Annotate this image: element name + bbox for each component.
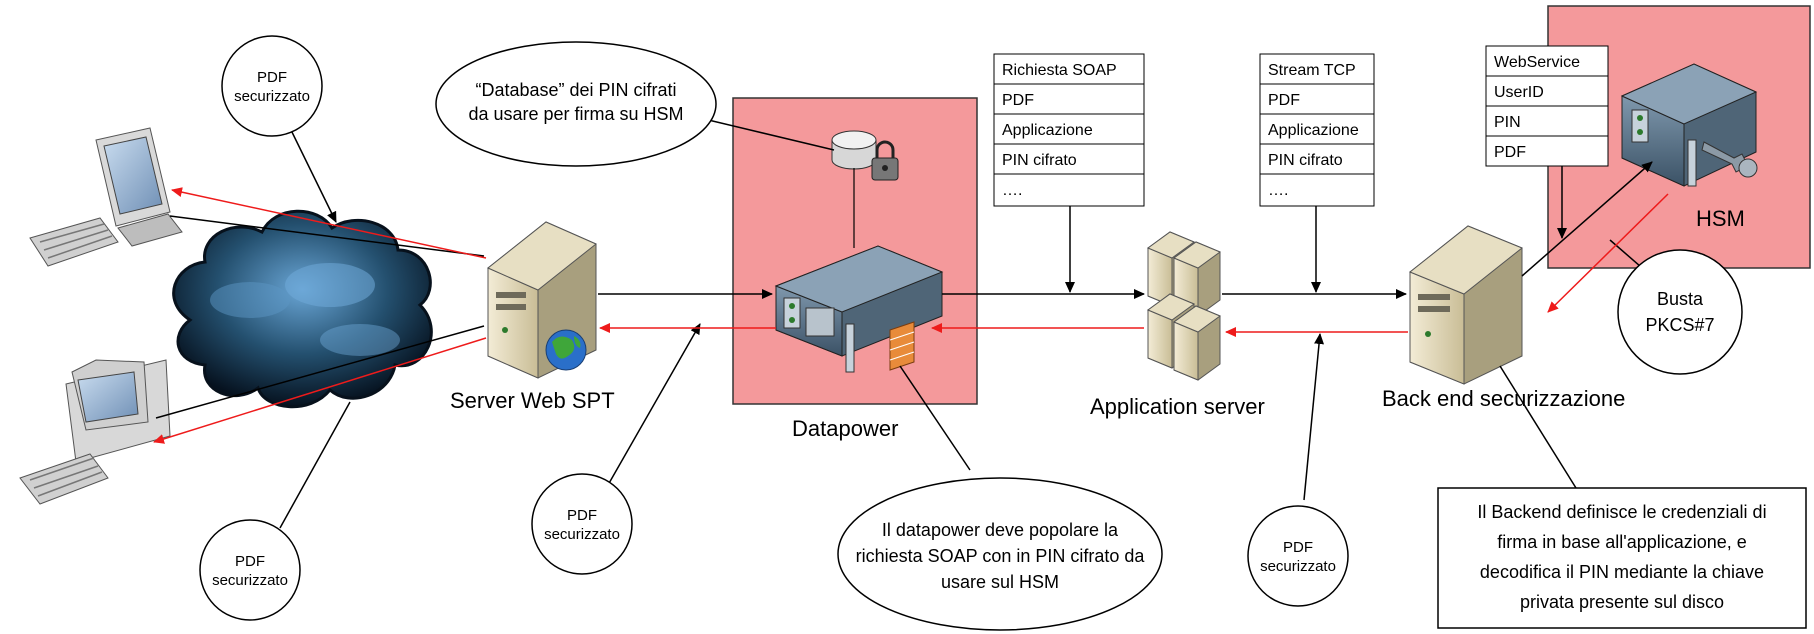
table-cell: PIN cifrato	[1268, 152, 1343, 169]
table-cell: Applicazione	[1268, 122, 1359, 139]
datapower-note-bubble: Il datapower deve popolare la richiesta …	[837, 477, 1163, 631]
hsm-device-icon	[1620, 63, 1758, 187]
pdf-bubble-bottom-left: PDF securizzato	[199, 519, 301, 621]
svg-text:PDF: PDF	[235, 553, 265, 570]
svg-text:PDF: PDF	[1283, 539, 1313, 556]
svg-text:da usare per firma su HSM: da usare per firma su HSM	[468, 104, 683, 124]
backend-to-hsm-arrow	[1521, 161, 1653, 277]
table-cell: Richiesta SOAP	[1002, 62, 1117, 79]
red-hsm-to-backend	[1547, 193, 1669, 313]
note-callout-line	[899, 365, 971, 471]
table-cell: PDF	[1268, 92, 1300, 109]
svg-text:securizzato: securizzato	[212, 572, 288, 589]
web-server-label: Server Web SPT	[450, 388, 615, 413]
internet-cloud-icon	[172, 209, 433, 409]
svg-text:PKCS#7: PKCS#7	[1645, 315, 1714, 335]
backend-note-box: Il Backend definisce le credenziali di f…	[1437, 487, 1807, 629]
pdf-middle-pointer	[603, 323, 701, 493]
svg-text:securizzato: securizzato	[234, 88, 310, 105]
ws-bottom-to-server-line	[155, 325, 485, 419]
svg-text:Il Backend definisce le creden: Il Backend definisce le credenziali di	[1477, 502, 1766, 522]
svg-text:firma in base all'applicazione: firma in base all'applicazione, e	[1497, 532, 1747, 552]
hsm-label: HSM	[1696, 206, 1745, 231]
table-cell: PIN	[1494, 114, 1521, 131]
webservice-table: WebService UserID PIN PDF	[1485, 45, 1609, 167]
svg-text:privata presente sul disco: privata presente sul disco	[1520, 592, 1724, 612]
app-server-label: Application server	[1090, 394, 1265, 419]
pdf-bottom-pointer	[279, 401, 351, 529]
busta-bubble: Busta PKCS#7	[1617, 249, 1743, 375]
datapower-label: Datapower	[792, 416, 898, 441]
backend-label: Back end securizzazione	[1382, 386, 1625, 411]
svg-text:Il datapower deve popolare la: Il datapower deve popolare la	[882, 520, 1119, 540]
svg-text:“Database” dei PIN cifrati: “Database” dei PIN cifrati	[475, 80, 676, 100]
table-cell: PDF	[1494, 144, 1526, 161]
pdf-bubble-top: PDF securizzato	[221, 35, 323, 137]
table-cell: Stream TCP	[1268, 62, 1356, 79]
table-cell: ….	[1002, 182, 1022, 199]
pdf-top-pointer	[289, 127, 337, 223]
red-connectors	[153, 187, 1669, 444]
svg-text:securizzato: securizzato	[544, 526, 620, 543]
table-cell: WebService	[1494, 54, 1580, 71]
datapower-appliance-icon	[774, 245, 944, 373]
workstation-top-icon	[29, 127, 183, 267]
svg-text:securizzato: securizzato	[1260, 558, 1336, 575]
svg-text:Busta: Busta	[1657, 289, 1704, 309]
table-cell: UserID	[1494, 84, 1544, 101]
red-server-to-ws-top	[171, 187, 487, 259]
table-cell: PDF	[1002, 92, 1034, 109]
backend-note-callout	[1499, 365, 1577, 489]
svg-text:usare sul HSM: usare sul HSM	[941, 572, 1059, 592]
db-callout-line	[699, 117, 835, 151]
backend-server-icon	[1409, 225, 1523, 385]
svg-text:richiesta SOAP con in PIN cifr: richiesta SOAP con in PIN cifrato da	[856, 546, 1146, 566]
web-server-icon	[487, 221, 597, 379]
table-cell: ….	[1268, 182, 1288, 199]
table-cell: PIN cifrato	[1002, 152, 1077, 169]
database-bubble: “Database” dei PIN cifrati da usare per …	[435, 41, 717, 167]
black-connectors	[155, 117, 1657, 529]
pdf-bubble-middle: PDF securizzato	[531, 473, 633, 575]
application-server-cluster-icon	[1146, 231, 1222, 381]
ws-top-to-server-line	[169, 215, 485, 257]
workstation-bottom-icon	[19, 359, 171, 505]
pdf-app-pointer	[1303, 333, 1325, 501]
svg-text:decodifica il PIN mediante la: decodifica il PIN mediante la chiave	[1480, 562, 1764, 582]
red-server-to-ws-bottom	[153, 337, 487, 444]
tcp-stream-table: Stream TCP PDF Applicazione PIN cifrato …	[1259, 53, 1375, 207]
pdf-bubble-app: PDF securizzato	[1247, 505, 1349, 607]
soap-request-table: Richiesta SOAP PDF Applicazione PIN cifr…	[993, 53, 1145, 207]
table-cell: Applicazione	[1002, 122, 1093, 139]
svg-text:PDF: PDF	[567, 507, 597, 524]
svg-text:PDF: PDF	[257, 69, 287, 86]
